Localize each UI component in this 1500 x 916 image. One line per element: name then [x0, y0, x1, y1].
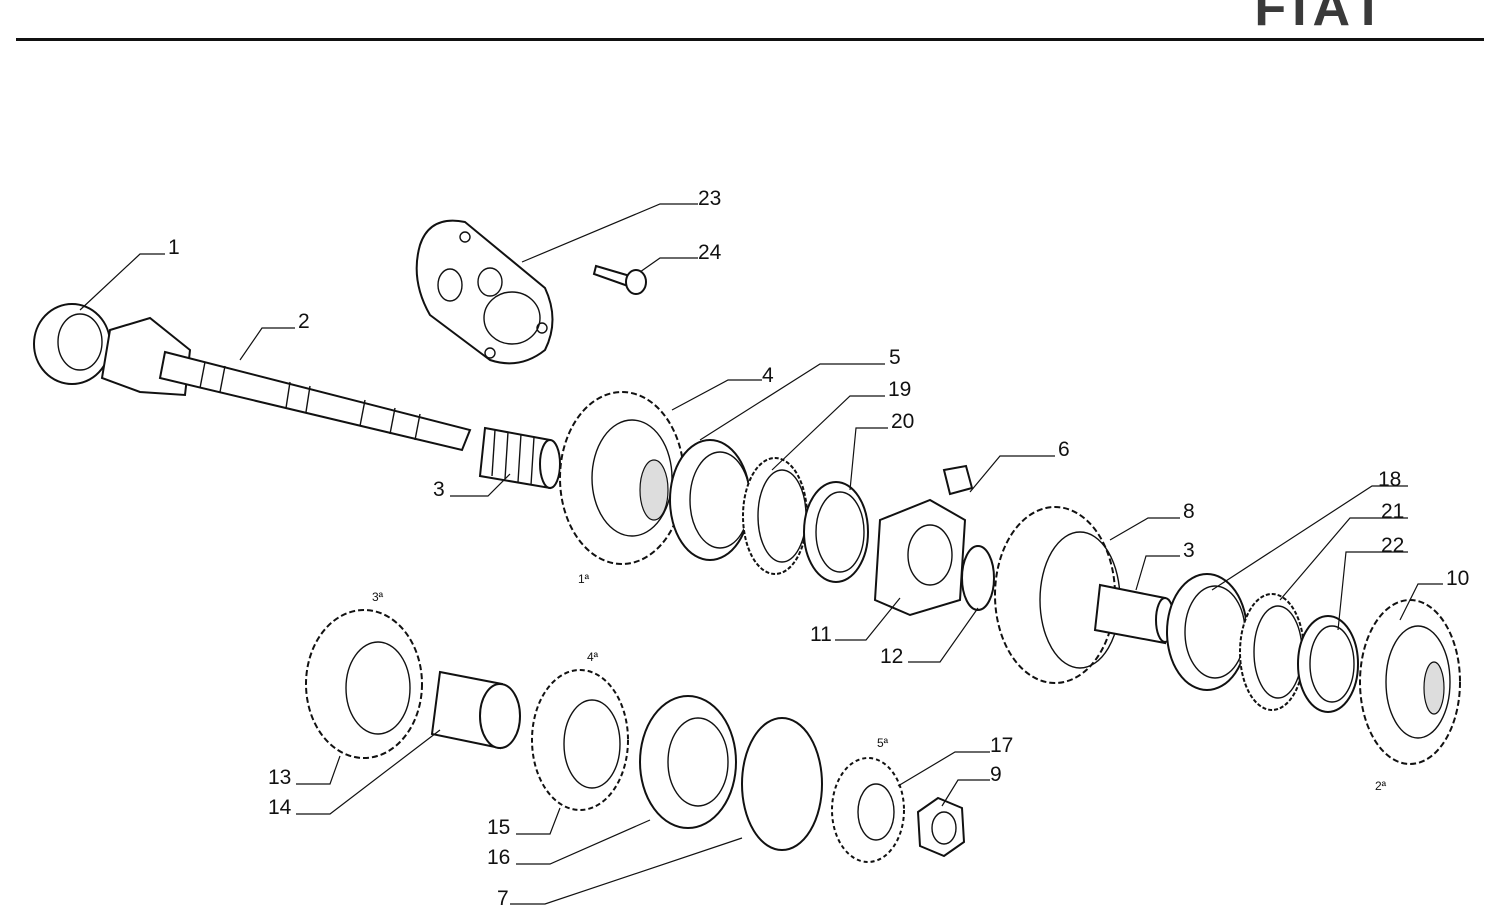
callout-19: 19 — [888, 378, 911, 401]
part-23-cover-plate — [415, 219, 554, 365]
gear-label-1st: 1ª — [578, 572, 590, 586]
part-7-circlip — [741, 717, 823, 851]
part-18-synchro-ring — [1166, 573, 1248, 691]
part-3-needle-bearing — [478, 426, 561, 490]
part-24-screw — [592, 264, 647, 295]
part-17-fifth-gear — [831, 757, 905, 863]
callout-15: 15 — [487, 816, 510, 839]
parts-art — [33, 219, 1461, 863]
part-14-bushing — [430, 670, 521, 750]
part-13-third-gear — [305, 609, 423, 759]
callout-7: 7 — [497, 887, 509, 910]
fiat-logo: FIAT — [1254, 0, 1390, 37]
part-12-circlip — [961, 545, 995, 611]
callout-18: 18 — [1378, 468, 1401, 491]
header-rule — [16, 38, 1484, 41]
part-19-synchro — [742, 457, 808, 575]
callout-4: 4 — [762, 364, 774, 387]
callout-24: 24 — [698, 241, 722, 264]
callout-17: 17 — [990, 734, 1013, 757]
callout-6: 6 — [1058, 438, 1070, 461]
callout-8: 8 — [1183, 500, 1195, 523]
callout-21: 21 — [1381, 500, 1404, 523]
gear-ratio-labels: 1ª 2ª 3ª 4ª 5ª — [372, 572, 1387, 793]
callout-20: 20 — [891, 410, 914, 433]
callout-5: 5 — [889, 346, 901, 369]
callout-labels: 1 2 3 4 5 19 20 6 23 24 8 3 18 21 22 10 … — [168, 187, 1469, 910]
gear-label-2nd: 2ª — [1375, 779, 1387, 793]
callout-3b: 3 — [1183, 539, 1195, 562]
part-20-ring — [803, 481, 869, 583]
callout-11: 11 — [810, 623, 832, 646]
part-16-ball-bearing — [639, 695, 737, 829]
part-5-synchro-ring — [669, 439, 751, 561]
part-10-second-gear — [1359, 599, 1461, 765]
callout-23: 23 — [698, 187, 721, 210]
callout-13: 13 — [268, 766, 291, 789]
callout-12: 12 — [880, 645, 903, 668]
callout-22: 22 — [1381, 534, 1404, 557]
part-22-ring — [1297, 615, 1359, 713]
callout-14: 14 — [268, 796, 292, 819]
part-11-hub — [873, 498, 967, 617]
part-2-shaft — [100, 316, 472, 452]
callout-10: 10 — [1446, 567, 1469, 590]
gear-label-5th: 5ª — [877, 736, 889, 750]
callout-1: 1 — [168, 236, 180, 259]
callout-2: 2 — [298, 310, 310, 333]
callout-3: 3 — [433, 478, 445, 501]
callout-9: 9 — [990, 763, 1002, 786]
part-6-key — [942, 464, 974, 496]
part-21-synchro — [1239, 593, 1305, 711]
gear-label-3rd: 3ª — [372, 590, 384, 604]
part-1-bearing — [33, 303, 111, 385]
gear-label-4th: 4ª — [587, 650, 599, 664]
leader-lines — [79, 203, 1443, 905]
callout-16: 16 — [487, 846, 510, 869]
part-4-first-gear — [559, 391, 685, 565]
part-15-fourth-gear — [531, 669, 629, 811]
part-9-nut — [916, 796, 966, 858]
